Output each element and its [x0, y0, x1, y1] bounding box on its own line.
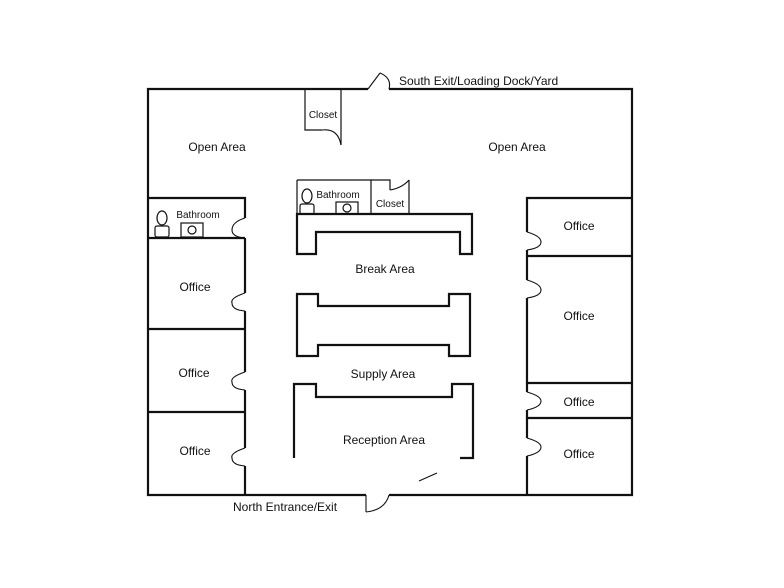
closet-center-label: Closet	[376, 199, 405, 210]
bathroom-left-label: Bathroom	[176, 210, 219, 221]
reception-area-label: Reception Area	[343, 433, 425, 447]
closet-top-label: Closet	[309, 110, 338, 121]
bathroom-left	[148, 196, 247, 240]
right-office-walls	[525, 196, 632, 495]
office-left-3-label: Office	[179, 444, 210, 458]
supply-area-label: Supply Area	[351, 367, 416, 381]
left-office-walls	[148, 238, 247, 495]
supply-island	[295, 292, 472, 358]
exterior-walls	[146, 87, 634, 497]
toilet-icon	[299, 188, 315, 215]
open-area-left-label: Open Area	[188, 140, 246, 154]
sink-icon	[335, 201, 359, 215]
north-entrance-label: North Entrance/Exit	[233, 500, 338, 514]
closet-top	[304, 89, 342, 146]
toilet-icon	[154, 210, 170, 238]
open-area-right-label: Open Area	[488, 140, 546, 154]
reception-desk	[292, 382, 475, 482]
office-right-1-label: Office	[563, 219, 594, 233]
office-left-1-label: Office	[179, 280, 210, 294]
sink-icon	[180, 222, 204, 238]
office-right-4-label: Office	[563, 447, 594, 461]
office-right-3-label: Office	[563, 395, 594, 409]
office-left-2-label: Office	[178, 366, 209, 380]
center-core	[295, 179, 474, 256]
north-entrance-door[interactable]	[365, 494, 390, 513]
office-right-2-label: Office	[563, 309, 594, 323]
break-area-label: Break Area	[355, 262, 415, 276]
south-exit-label: South Exit/Loading Dock/Yard	[399, 74, 558, 88]
bathroom-center-label: Bathroom	[316, 190, 359, 201]
south-exit-door[interactable]	[367, 72, 391, 90]
